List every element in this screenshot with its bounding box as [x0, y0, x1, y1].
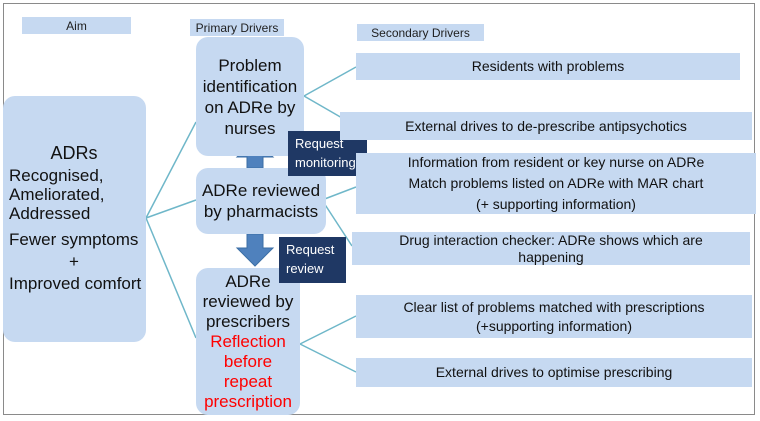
aim-title: ADRs	[50, 143, 98, 163]
nurses-line-4: nurses	[224, 118, 276, 138]
information-line-2: Match problems listed on ADRe with MAR c…	[408, 175, 704, 191]
secondary-driver-residents: Residents with problems	[356, 53, 740, 80]
aim-outcome-fewer-symptoms: Fewer symptoms	[9, 230, 139, 249]
external-optimise-text: External drives to optimise prescribing	[435, 364, 673, 380]
nurses-line-3: on ADRe by	[204, 97, 296, 117]
down-arrow	[235, 233, 275, 267]
reflection-line-1: Reflection	[210, 331, 286, 351]
secondary-driver-information: Information from resident or key nurse o…	[356, 153, 756, 214]
nurses-line-1: Problem	[218, 55, 282, 75]
connector-pharmacists-to-interaction-checker	[321, 199, 353, 247]
prescribers-line-3: prescribers	[205, 311, 291, 331]
nurses-line-2: identification	[202, 76, 298, 96]
connector-aim-to-nurses	[145, 121, 197, 219]
request-monitoring-line-2: monitoring	[295, 155, 356, 170]
request-review-line-2: review	[286, 261, 324, 276]
secondary-drivers-header: Secondary Drivers	[357, 24, 484, 41]
aim-line-addressed: Addressed	[9, 204, 91, 223]
connector-nurses-to-residents	[303, 66, 357, 97]
request-monitoring-line-1: Request	[295, 136, 344, 151]
primary-drivers-header: Primary Drivers	[190, 19, 284, 36]
reflection-line-4: prescription	[204, 391, 292, 411]
connector-aim-to-pharmacists	[145, 199, 197, 219]
interaction-checker-line-1: Drug interaction checker: ADRe shows whi…	[399, 231, 703, 248]
secondary-driver-external-deprescribe: External drives to de-prescribe antipsyc…	[340, 112, 752, 140]
reflection-line-2: before	[223, 351, 273, 371]
primary-driver-nurses: Problem identification on ADRe by nurses	[196, 37, 304, 156]
aim-header: Aim	[22, 17, 131, 34]
secondary-driver-interaction-checker: Drug interaction checker: ADRe shows whi…	[352, 232, 750, 265]
aim-box: ADRs Recognised, Ameliorated, Addressed …	[3, 96, 146, 342]
secondary-driver-external-optimise: External drives to optimise prescribing	[356, 358, 752, 387]
residents-text: Residents with problems	[471, 58, 625, 74]
request-review-line-1: Request	[286, 242, 335, 257]
reflection-line-3: repeat	[223, 371, 273, 391]
interaction-checker-line-2: happening	[518, 248, 584, 265]
prescribers-line-1: ADRe	[225, 271, 271, 291]
primary-driver-prescribers: ADRe reviewed by prescribers Reflection …	[196, 268, 300, 415]
connector-aim-to-prescribers	[145, 217, 197, 339]
information-line-3: (+ supporting information)	[476, 196, 636, 212]
aim-plus: +	[69, 252, 79, 271]
secondary-driver-clear-list: Clear list of problems matched with pres…	[356, 295, 752, 338]
pharmacists-line-1: ADRe reviewed	[201, 181, 321, 200]
information-line-1: Information from resident or key nurse o…	[407, 154, 705, 170]
clear-list-line-2: (+supporting information)	[475, 317, 633, 334]
primary-driver-pharmacists: ADRe reviewed by pharmacists	[196, 168, 326, 234]
pharmacists-line-2: by pharmacists	[203, 202, 319, 221]
external-deprescribe-text: External drives to de-prescribe antipsyc…	[405, 117, 687, 134]
clear-list-line-1: Clear list of problems matched with pres…	[403, 298, 705, 315]
connector-prescribers-to-optimise	[299, 343, 357, 373]
connector-pharmacists-to-information	[321, 186, 357, 201]
connector-prescribers-to-clear-list	[299, 315, 357, 345]
aim-line-recognised: Recognised,	[9, 166, 104, 185]
prescribers-line-2: reviewed by	[202, 291, 294, 311]
aim-line-ameliorated: Ameliorated,	[9, 185, 105, 204]
aim-outcome-improved-comfort: Improved comfort	[9, 274, 142, 293]
request-review-label: Request review	[279, 237, 346, 283]
